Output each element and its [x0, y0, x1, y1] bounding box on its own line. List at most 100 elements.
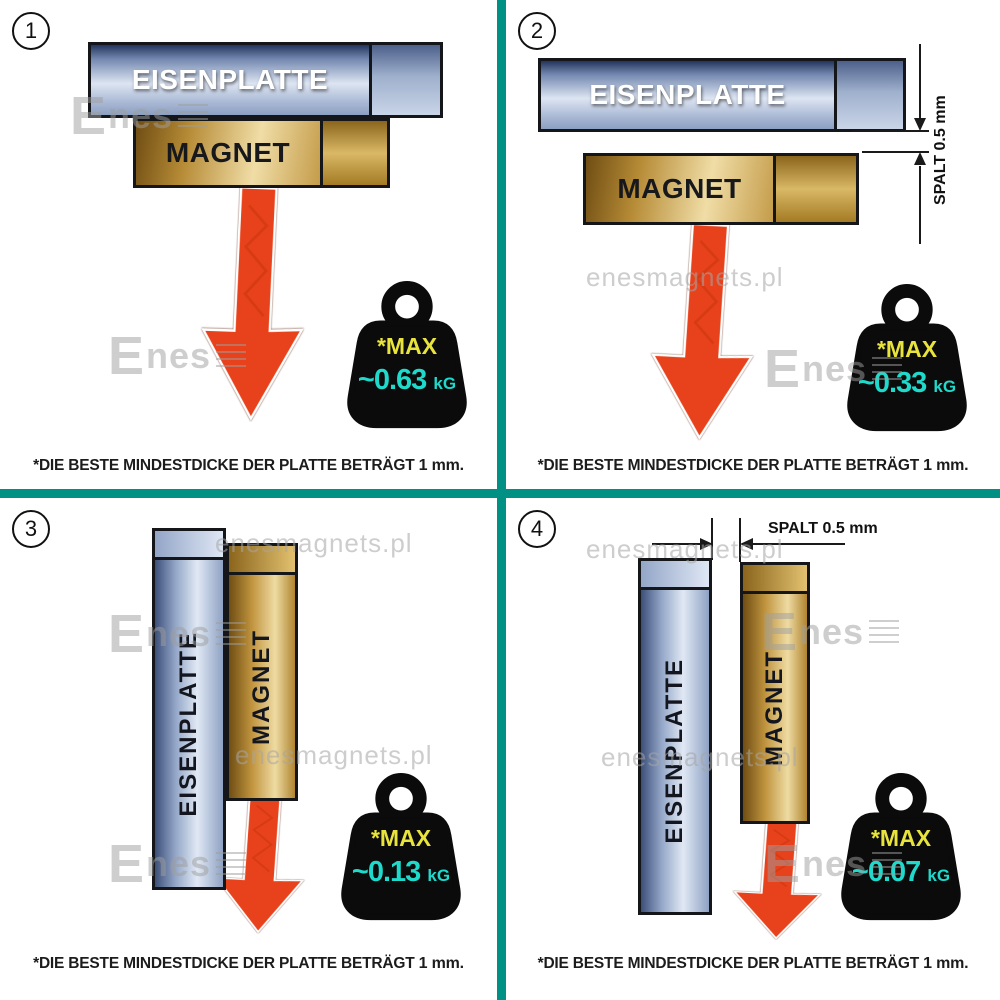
max-value-unit: kG	[433, 374, 457, 393]
caption-bold: 1 mm.	[418, 955, 464, 972]
enes-logo-e: E	[108, 326, 145, 386]
panel-2-number: 2	[518, 12, 556, 50]
max-value-number: ~0.13	[351, 856, 421, 888]
panel-3-number: 3	[12, 510, 50, 548]
magnet-bar: MAGNET	[740, 562, 810, 824]
force-arrow-icon	[201, 185, 304, 421]
max-value-number: ~0.63	[357, 364, 427, 396]
max-value: ~0.63 kG	[332, 364, 482, 397]
caption-text: *DIE BESTE MINDESTDICKE DER PLATTE BETRÄ…	[537, 457, 920, 474]
iron-plate-end-face	[369, 45, 440, 115]
magnet-label: MAGNET	[761, 649, 788, 766]
max-label: *MAX	[370, 825, 432, 851]
dimension-arrow-up-icon	[914, 152, 926, 165]
dimension-tick-plate-bottom	[851, 130, 929, 132]
dimension-tick-magnet-top	[862, 151, 929, 153]
caption: *DIE BESTE MINDESTDICKE DER PLATTE BETRÄ…	[0, 457, 497, 475]
weight-shape	[347, 280, 467, 429]
divider-vertical	[497, 0, 506, 1000]
caption: *DIE BESTE MINDESTDICKE DER PLATTE BETRÄ…	[506, 955, 1000, 973]
iron-plate-top-face	[641, 561, 709, 590]
max-value-number: ~0.07	[851, 856, 921, 888]
weight-icon: *MAX ~0.07 kG	[826, 772, 976, 930]
iron-plate-bar: EISENPLATTE	[538, 58, 906, 132]
iron-plate-face: EISENPLATTE	[155, 560, 223, 887]
magnet-top-face	[229, 546, 295, 575]
magnet-top-face	[743, 565, 807, 594]
dimension-arrow-down-icon	[914, 118, 926, 131]
max-label: *MAX	[870, 825, 932, 851]
magnet-label: MAGNET	[617, 173, 742, 204]
caption: *DIE BESTE MINDESTDICKE DER PLATTE BETRÄ…	[506, 457, 1000, 475]
iron-plate-face: EISENPLATTE	[91, 45, 369, 115]
iron-plate-face: EISENPLATTE	[541, 61, 834, 129]
caption-text: *DIE BESTE MINDESTDICKE DER PLATTE BETRÄ…	[33, 457, 415, 474]
weight-icon: *MAX ~0.63 kG	[332, 280, 482, 438]
iron-plate-label: EISENPLATTE	[131, 64, 329, 95]
dimension-line-left	[652, 543, 700, 545]
weight-icon: *MAX ~0.33 kG	[832, 283, 982, 441]
panel-3: 3 EISENPLATTE MAGNET *MAX ~0.13 kG	[0, 498, 497, 1000]
magnet-label: MAGNET	[248, 628, 275, 745]
spalt-value: 0.5 mm	[822, 520, 878, 537]
panel-4-number: 4	[518, 510, 556, 548]
iron-plate-top-face	[155, 531, 223, 560]
magnet-face: MAGNET	[586, 156, 773, 222]
magnet-end-face	[773, 156, 856, 222]
max-value-unit: kG	[933, 377, 957, 396]
magnet-bar: MAGNET	[226, 543, 298, 801]
max-value: ~0.13 kG	[326, 856, 476, 889]
iron-plate-bar: EISENPLATTE	[638, 558, 712, 915]
panel-2: 2 EISENPLATTE MAGNET SPALT 0.5 mm	[506, 0, 1000, 489]
weight-shape	[341, 772, 461, 921]
caption-bold: 1 mm.	[418, 457, 464, 474]
max-label: *MAX	[376, 333, 438, 359]
magnet-face: MAGNET	[136, 121, 320, 185]
iron-plate-end-face	[834, 61, 903, 129]
enes-logo-e: E	[108, 604, 145, 664]
magnet-label: MAGNET	[165, 137, 291, 168]
caption-bold: 1 mm.	[923, 457, 969, 474]
spalt-word: SPALT	[768, 520, 819, 537]
max-value: ~0.33 kG	[832, 367, 982, 400]
max-value-number: ~0.33	[857, 367, 927, 399]
dimension-arrow-right-icon	[700, 538, 713, 550]
weight-icon: *MAX ~0.13 kG	[326, 772, 476, 930]
dimension-line-right	[753, 543, 845, 545]
iron-plate-bar: EISENPLATTE	[88, 42, 443, 118]
force-arrow-icon	[650, 222, 754, 440]
caption: *DIE BESTE MINDESTDICKE DER PLATTE BETRÄ…	[0, 955, 497, 973]
force-arrow-icon	[732, 819, 822, 940]
max-value-unit: kG	[427, 866, 451, 885]
caption-text: *DIE BESTE MINDESTDICKE DER PLATTE BETRÄ…	[33, 955, 415, 972]
enes-logo-e: E	[764, 339, 801, 399]
magnet-face: MAGNET	[743, 594, 807, 821]
force-arrow-icon	[214, 793, 305, 934]
iron-plate-label: EISENPLATTE	[589, 79, 786, 110]
spalt-word: SPALT	[932, 155, 949, 206]
iron-plate-label: EISENPLATTE	[661, 658, 688, 844]
caption-bold: 1 mm.	[923, 955, 969, 972]
iron-plate-label: EISENPLATTE	[175, 630, 202, 817]
panel-4: 4 SPALT 0.5 mm EISENPLATTE MAGNET	[506, 498, 1000, 1000]
max-value-unit: kG	[927, 866, 951, 885]
spalt-label: SPALT 0.5 mm	[768, 520, 878, 538]
divider-horizontal	[0, 489, 1000, 498]
spalt-label: SPALT 0.5 mm	[932, 58, 950, 243]
panel-1: 1 EISENPLATTE MAGNET *MAX ~0.63 kG	[0, 0, 497, 489]
panel-1-number: 1	[12, 12, 50, 50]
enes-logo-lines	[869, 620, 900, 645]
magnet-bar: MAGNET	[583, 153, 859, 225]
dimension-arrow-left-icon	[740, 538, 753, 550]
dimension-line-upper	[919, 44, 921, 120]
weight-shape	[847, 283, 967, 432]
max-label: *MAX	[876, 336, 938, 362]
magnet-end-face	[320, 121, 387, 185]
caption-text: *DIE BESTE MINDESTDICKE DER PLATTE BETRÄ…	[537, 955, 920, 972]
max-value: ~0.07 kG	[826, 856, 976, 889]
iron-plate-bar: EISENPLATTE	[152, 528, 226, 890]
spalt-value: 0.5 mm	[932, 95, 949, 151]
magnet-bar: MAGNET	[133, 118, 390, 188]
enes-logo-e: E	[108, 834, 145, 894]
